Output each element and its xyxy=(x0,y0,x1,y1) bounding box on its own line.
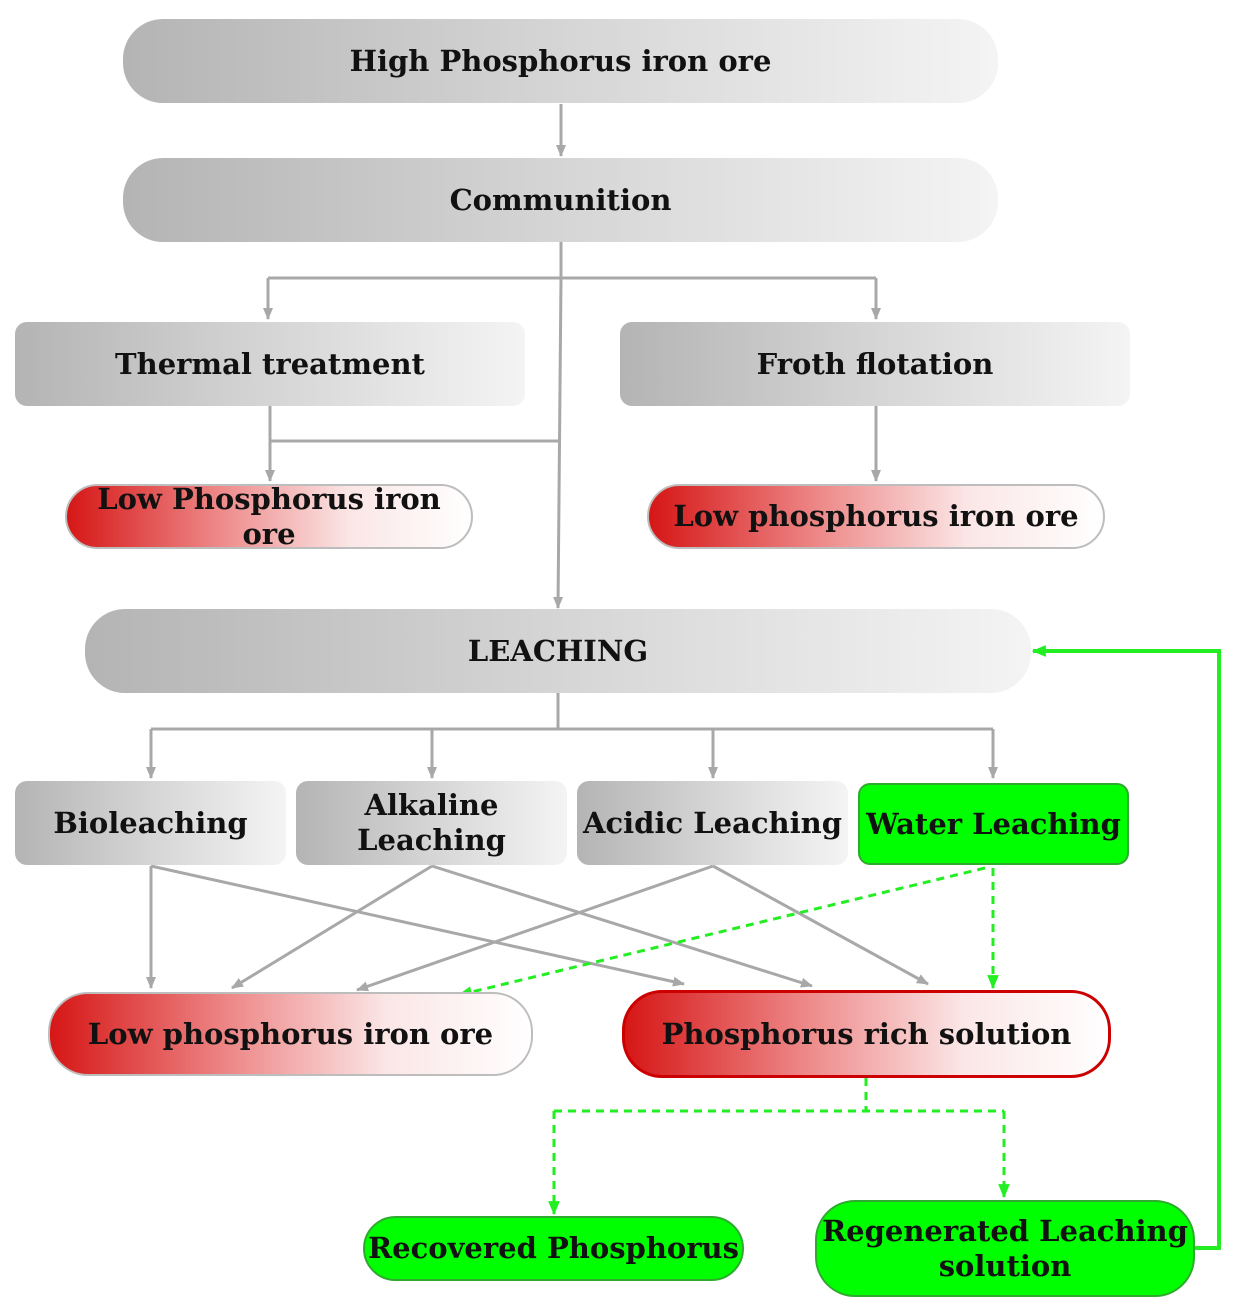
arrow-water-to-lowp xyxy=(457,866,986,998)
arrow-regenerated-to-leaching xyxy=(1031,645,1221,1250)
arrow-acid-to-lowp xyxy=(356,864,714,992)
bioleaching-node: Bioleaching xyxy=(15,781,286,865)
water-leaching-label: Water Leaching xyxy=(866,806,1121,841)
arrow-alk-to-prich xyxy=(431,864,813,988)
regenerated-leaching-label-line2: solution xyxy=(938,1248,1072,1283)
arrow-acid-to-prich xyxy=(712,864,929,986)
bioleaching-label: Bioleaching xyxy=(53,805,248,840)
low-phosphorus-ore-froth-label: Low phosphorus iron ore xyxy=(673,499,1079,534)
leaching-node: LEACHING xyxy=(85,609,1031,693)
regenerated-leaching-label-line1: Regenerated Leaching xyxy=(822,1213,1188,1248)
comminution-node: Communition xyxy=(123,158,998,242)
froth-flotation-label: Froth flotation xyxy=(756,346,994,381)
alkaline-leaching-label-line1: Alkaline xyxy=(364,788,499,823)
comminution-label: Communition xyxy=(449,182,672,217)
arrow-bio-to-prich xyxy=(150,864,685,987)
low-phosphorus-ore-thermal-label: Low Phosphorus iron ore xyxy=(97,481,441,551)
arrow-comminution-to-leaching xyxy=(553,277,564,609)
froth-flotation-node: Froth flotation xyxy=(620,322,1130,406)
recovered-phosphorus-label: Recovered Phosphorus xyxy=(368,1231,739,1266)
regenerated-leaching-solution-node: Regenerated Leaching solution xyxy=(815,1200,1195,1297)
thermal-treatment-node: Thermal treatment xyxy=(15,322,525,406)
leaching-label: LEACHING xyxy=(467,633,649,668)
acidic-leaching-node: Acidic Leaching xyxy=(577,781,848,865)
acidic-leaching-label: Acidic Leaching xyxy=(583,805,842,840)
alkaline-leaching-node: Alkaline Leaching xyxy=(296,781,567,865)
high-phosphorus-ore-node: High Phosphorus iron ore xyxy=(123,19,998,103)
thermal-treatment-label: Thermal treatment xyxy=(115,346,425,381)
low-phosphorus-ore-froth-node: Low phosphorus iron ore xyxy=(647,484,1105,549)
low-phosphorus-ore-leach-node: Low phosphorus iron ore xyxy=(48,992,533,1076)
high-phosphorus-ore-label: High Phosphorus iron ore xyxy=(349,43,772,78)
water-leaching-node: Water Leaching xyxy=(858,783,1129,865)
arrow-alk-to-lowp xyxy=(231,864,433,990)
low-phosphorus-ore-leach-label: Low phosphorus iron ore xyxy=(87,1016,494,1051)
low-phosphorus-ore-thermal-node: Low Phosphorus iron ore xyxy=(65,481,473,551)
recovered-phosphorus-node: Recovered Phosphorus xyxy=(363,1216,744,1281)
phosphorus-rich-solution-node: Phosphorus rich solution xyxy=(622,990,1111,1078)
alkaline-leaching-label-line2: Leaching xyxy=(357,823,506,857)
phosphorus-rich-solution-label: Phosphorus rich solution xyxy=(661,1016,1072,1051)
